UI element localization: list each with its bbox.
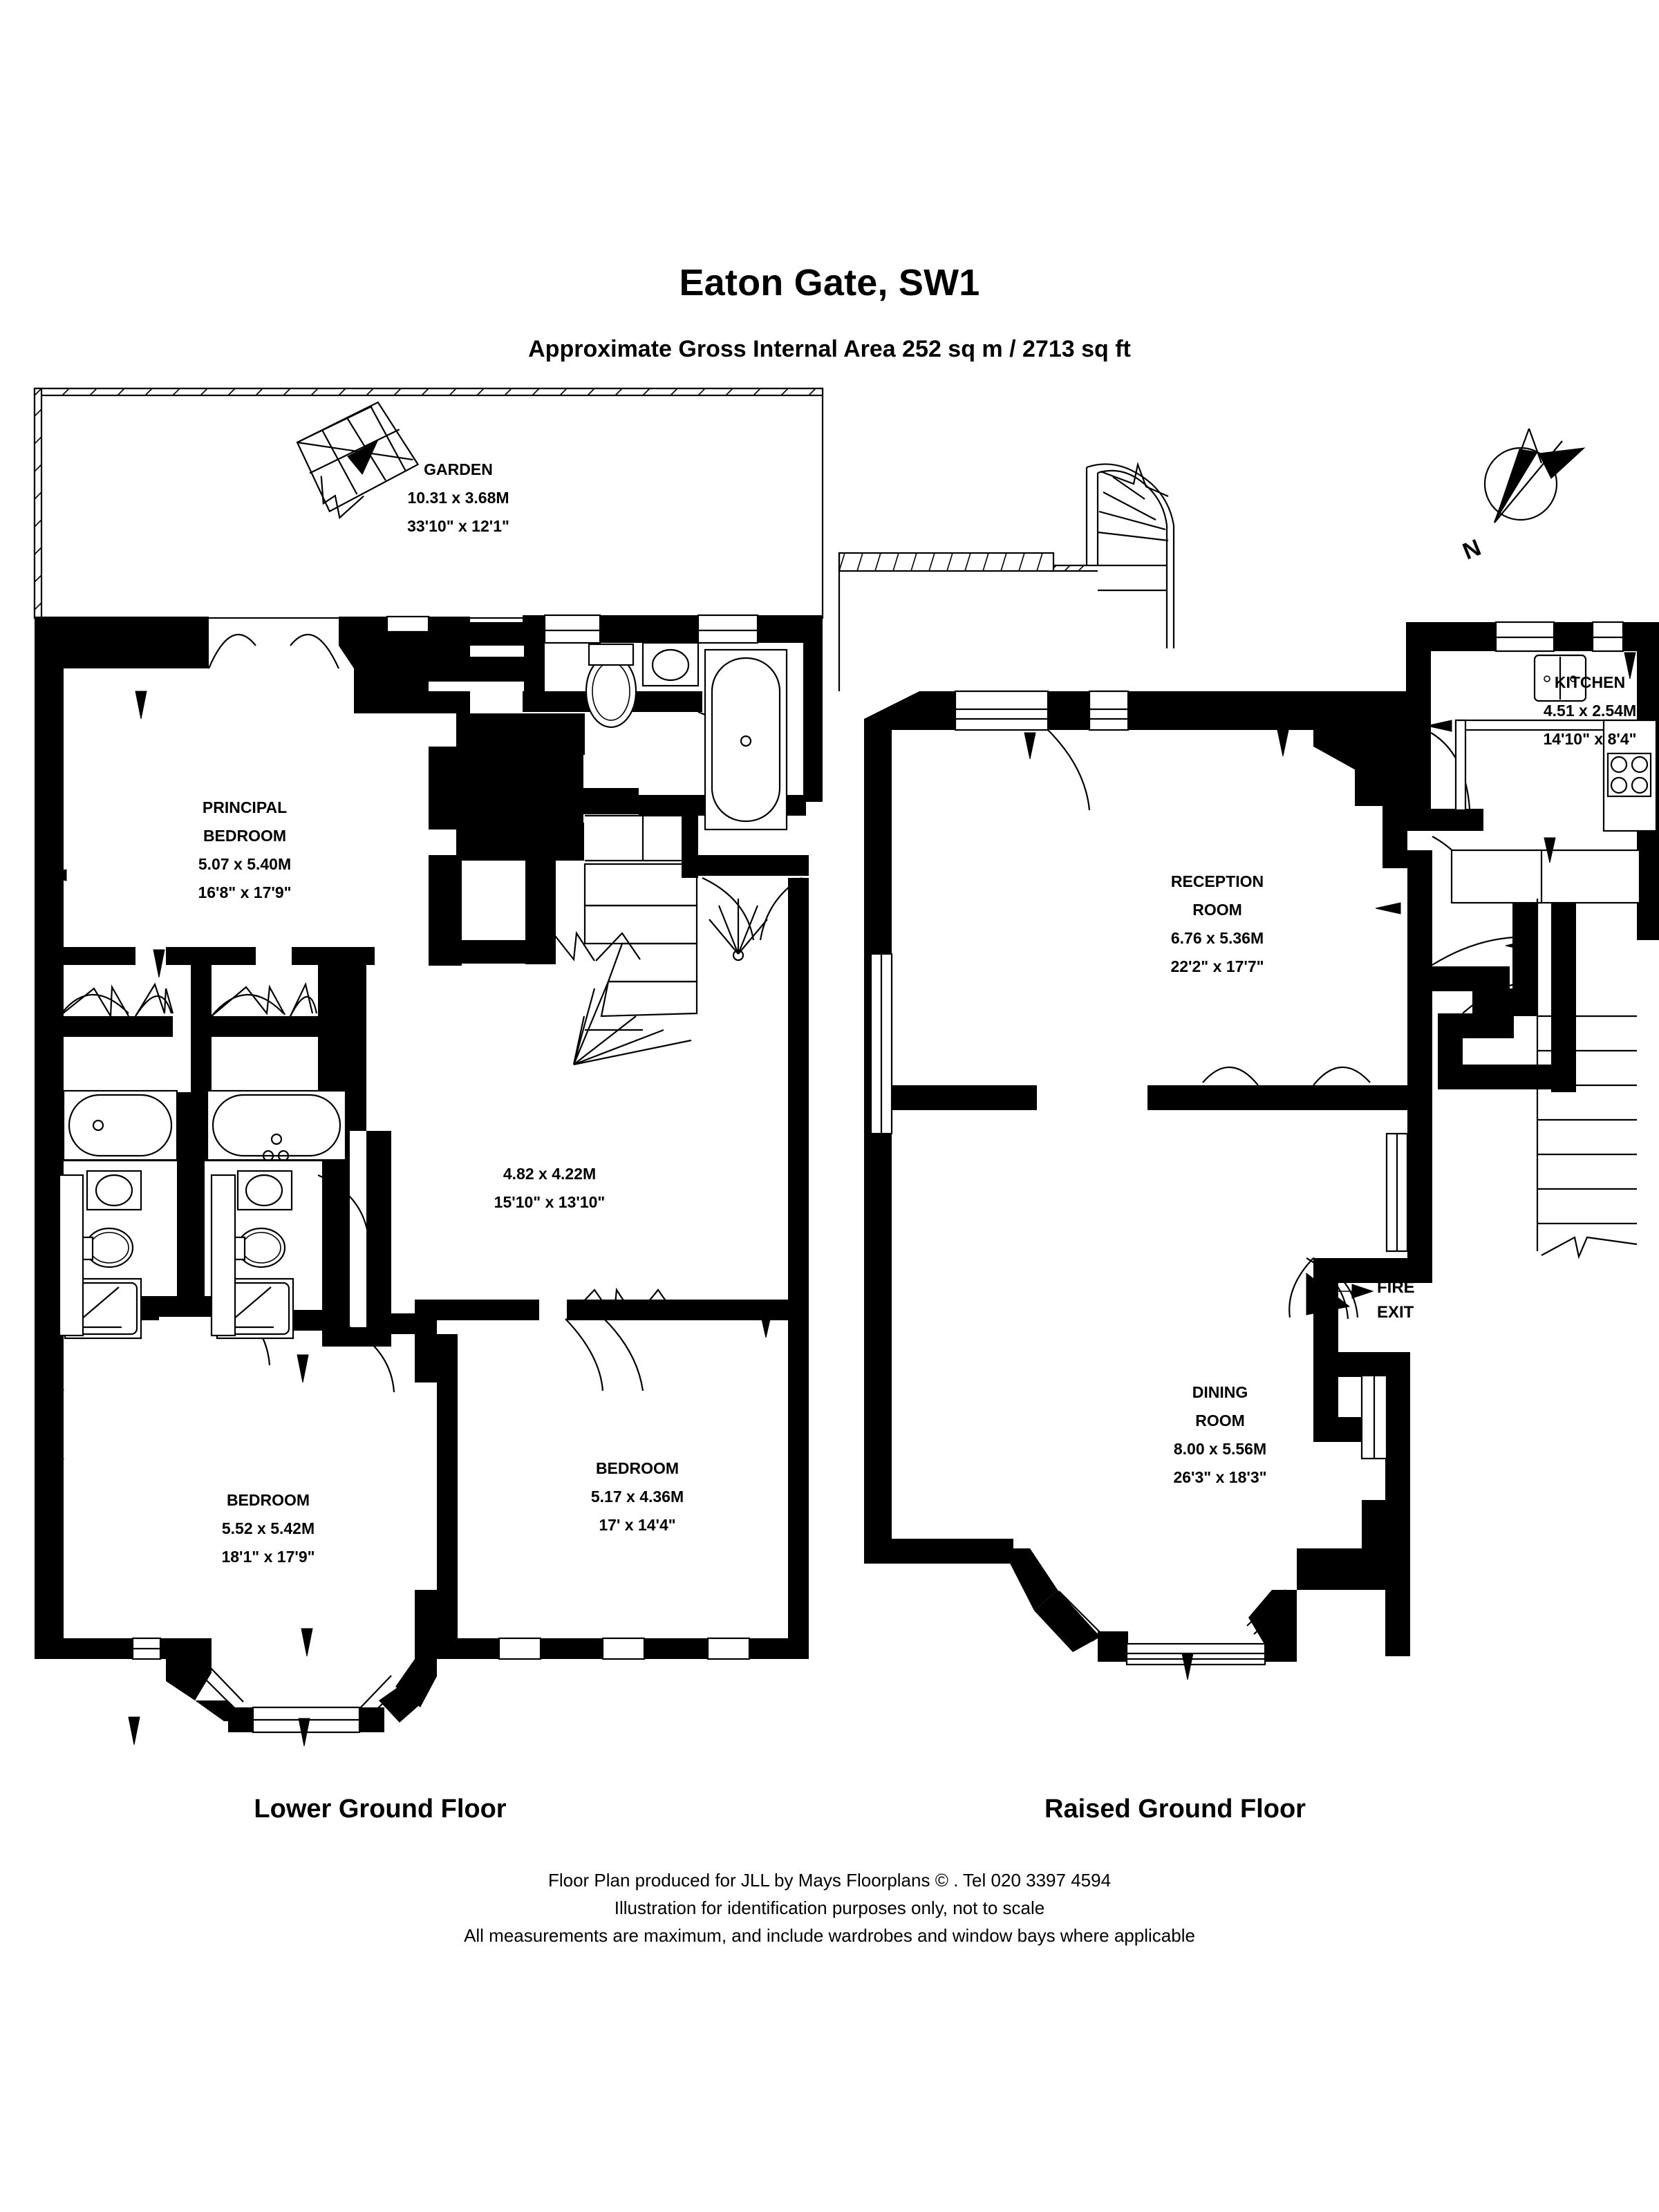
bedroom-right-metric: 5.17 x 4.36M xyxy=(591,1488,684,1506)
reception-metric: 6.76 x 5.36M xyxy=(1171,929,1264,947)
kitchen-metric: 4.51 x 2.54M xyxy=(1544,702,1636,720)
shower-symbol xyxy=(709,899,768,962)
reception-label-1: RECEPTION xyxy=(1171,872,1264,890)
hall-metric: 4.82 x 4.22M xyxy=(503,1165,596,1183)
raised-ground-floor-plan: N xyxy=(830,0,1659,1770)
principal-bedroom-label-2: BEDROOM xyxy=(203,827,286,845)
bedroom-left-label: BEDROOM xyxy=(227,1491,310,1509)
window-glazing xyxy=(131,614,759,1734)
wc-cistern xyxy=(588,643,635,666)
principal-bedroom-metric: 5.07 x 5.40M xyxy=(198,855,291,873)
bedroom-left-imperial: 18'1" x 17'9" xyxy=(221,1548,315,1566)
kitchen-imperial: 14'10" x 8'4" xyxy=(1543,730,1636,748)
kitchen-worktop-bottom xyxy=(1535,849,1641,904)
principal-bedroom-imperial: 16'8" x 17'9" xyxy=(198,883,291,901)
dining-metric: 8.00 x 5.56M xyxy=(1174,1440,1266,1458)
fire-exit-label-2: EXIT xyxy=(1377,1303,1414,1322)
bath-tub-left xyxy=(62,1089,178,1161)
fire-exit-door xyxy=(1306,1257,1374,1320)
bedroom-right-imperial: 17' x 14'4" xyxy=(599,1516,675,1534)
lower-ground-floor-caption: Lower Ground Floor xyxy=(254,1794,507,1824)
footer-line-2: Illustration for identification purposes… xyxy=(614,1897,1045,1918)
compass-north-label: N xyxy=(1459,534,1485,565)
entrance-staircase xyxy=(838,462,1175,691)
bath-tub-right xyxy=(206,1089,347,1161)
door-swings xyxy=(48,633,803,1528)
footer-line-3: All measurements are maximum, and includ… xyxy=(464,1925,1195,1946)
principal-bedroom-label-1: PRINCIPAL xyxy=(203,798,287,816)
kitchen-hob xyxy=(1606,752,1652,798)
window-glazing-right xyxy=(870,621,1624,1666)
bath-tub xyxy=(704,648,788,831)
internal-stair-treads xyxy=(1536,899,1638,1259)
page-subtitle: Approximate Gross Internal Area 252 sq m… xyxy=(528,336,1131,362)
view-direction-markers xyxy=(38,691,772,1747)
reception-imperial: 22'2" x 17'7" xyxy=(1170,957,1264,975)
upper-bathroom-fixtures xyxy=(585,641,788,831)
view-direction-markers-right xyxy=(865,652,1659,1680)
footer-line-1: Floor Plan produced for JLL by Mays Floo… xyxy=(547,1870,1112,1891)
bathroom-left-fixtures xyxy=(58,1089,178,1340)
fire-exit-label-1: FIRE xyxy=(1377,1278,1415,1297)
dining-label-1: DINING xyxy=(1192,1383,1248,1401)
raised-ground-floor-caption: Raised Ground Floor xyxy=(1044,1794,1306,1824)
wardrobe-doors xyxy=(59,930,678,1320)
footer: Floor Plan produced for JLL by Mays Floo… xyxy=(0,1866,1659,1949)
page-title: Eaton Gate, SW1 xyxy=(679,262,980,303)
kitchen-units xyxy=(1450,654,1658,904)
bedroom-left-metric: 5.52 x 5.42M xyxy=(222,1519,315,1537)
garden-stair-fan xyxy=(296,401,420,520)
compass-rose: N xyxy=(1459,428,1586,565)
reception-label-2: ROOM xyxy=(1192,901,1242,919)
garden-label: GARDEN xyxy=(424,460,493,478)
hall-imperial: 15'10" x 13'10" xyxy=(494,1193,606,1211)
bedroom-right-label: BEDROOM xyxy=(596,1459,679,1477)
internal-staircase xyxy=(572,814,698,1066)
garden-boundary xyxy=(33,387,824,619)
wc-bowl xyxy=(585,654,637,729)
lower-ground-floor-plan: GARDEN 10.31 x 3.68M 33'10" x 12'1" xyxy=(0,0,850,1770)
kitchen-label: KITCHEN xyxy=(1555,673,1625,691)
bathroom-right-fixtures xyxy=(206,1089,347,1340)
garden-metric: 10.31 x 3.68M xyxy=(407,489,509,507)
raised-ground-walls xyxy=(864,622,1659,1665)
dining-imperial: 26'3" x 18'3" xyxy=(1173,1468,1266,1486)
dining-label-2: ROOM xyxy=(1195,1412,1245,1430)
garden-imperial: 33'10" x 12'1" xyxy=(407,517,509,535)
basin-left xyxy=(86,1170,142,1211)
